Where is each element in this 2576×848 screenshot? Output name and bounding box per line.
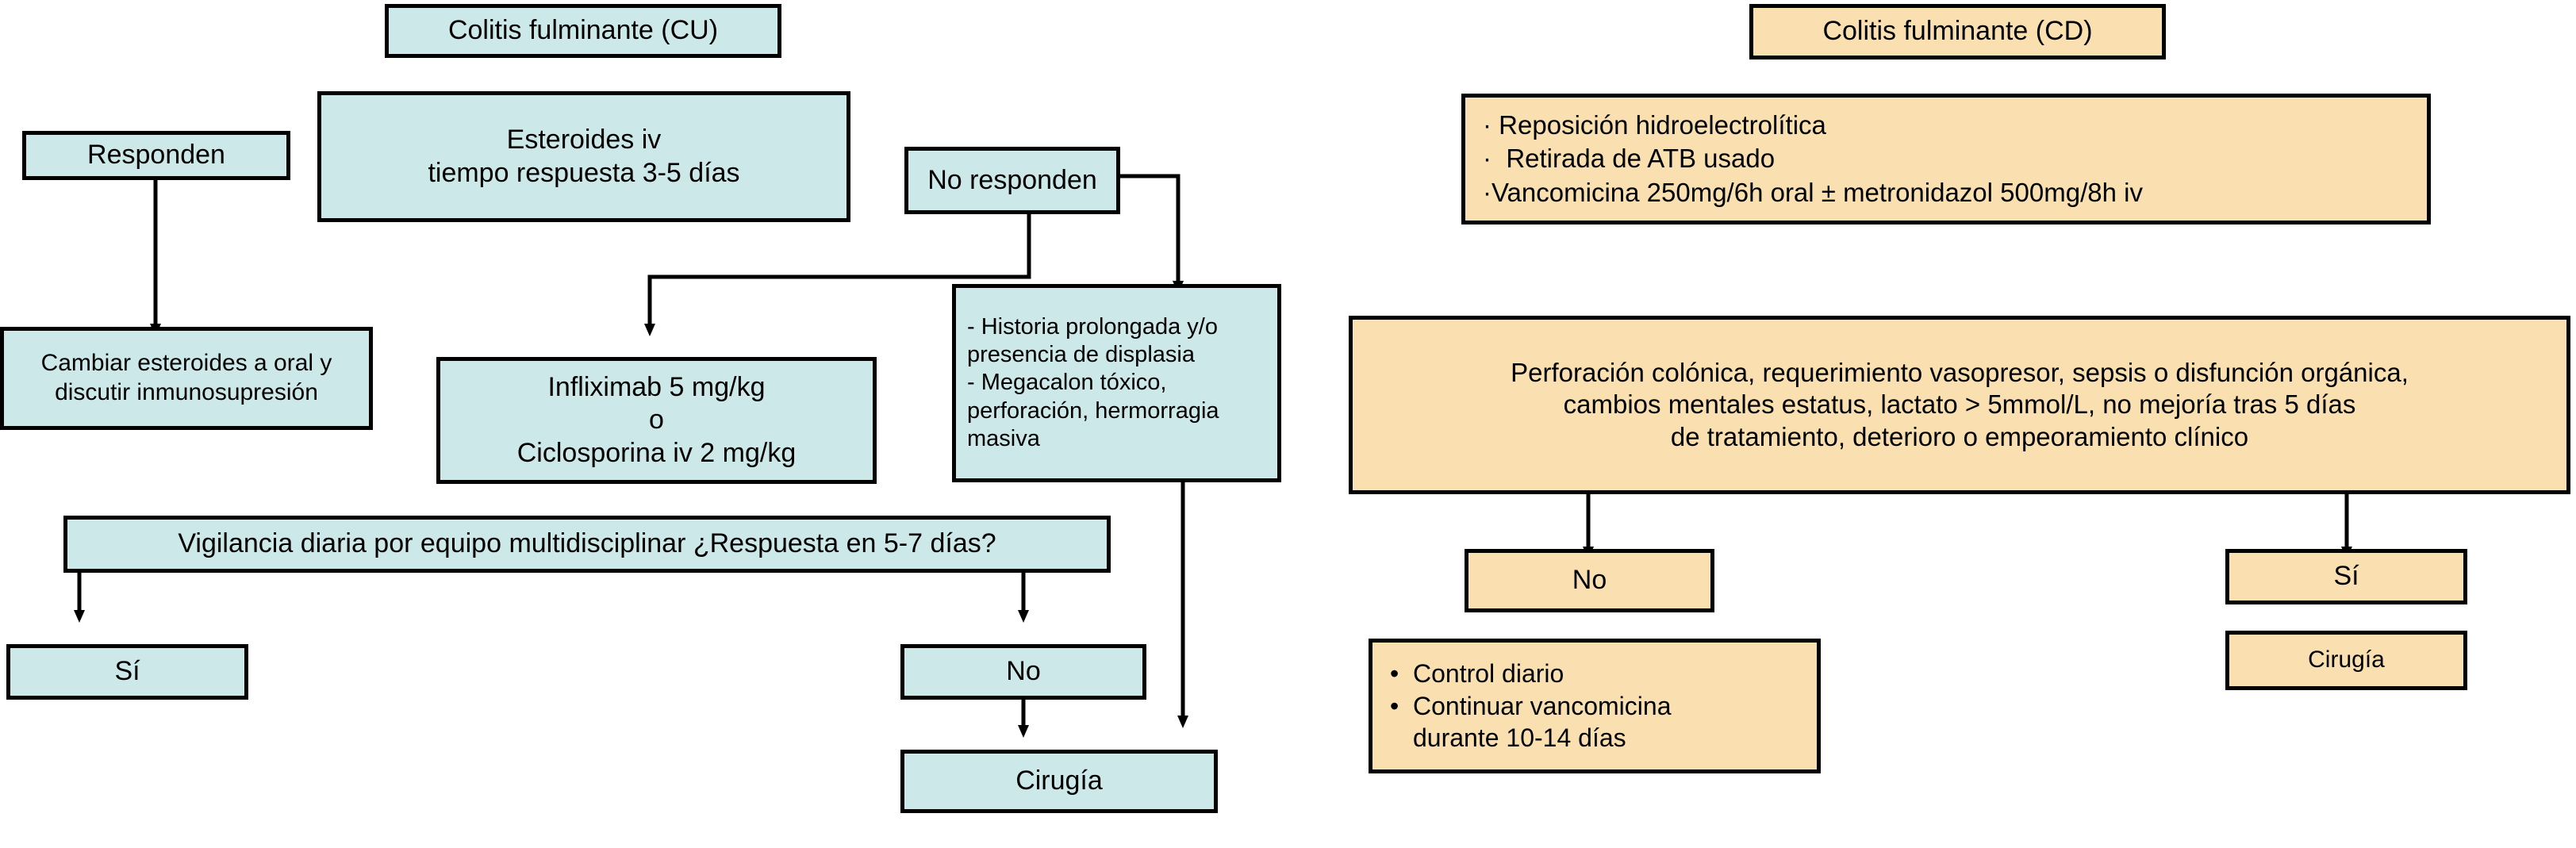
cu-cambiar-label: Cambiar esteroides a oral y discutir inm… xyxy=(40,350,332,405)
cu-esteroides-label: Esteroides iv tiempo respuesta 3-5 días xyxy=(428,125,740,188)
cu-header-box[interactable]: Colitis fulminante (CU) xyxy=(385,4,781,58)
cd-seguimiento-box[interactable]: • Control diario • Continuar vancomicina… xyxy=(1369,639,1821,773)
cu-no-label: No xyxy=(1006,656,1041,687)
cd-medidas-box[interactable]: · Reposición hidroelectrolítica · Retira… xyxy=(1461,94,2431,224)
cu-responden-box[interactable]: Responden xyxy=(22,131,290,180)
cd-si-label: Sí xyxy=(2333,561,2359,592)
cd-criterios-box[interactable]: Perforación colónica, requerimiento vaso… xyxy=(1349,316,2570,494)
cu-cambiar-box[interactable]: Cambiar esteroides a oral y discutir inm… xyxy=(0,327,373,430)
cd-medida-item: · Retirada de ATB usado xyxy=(1483,144,1776,174)
cu-cirugia-box[interactable]: Cirugía xyxy=(900,750,1218,813)
cu-infliximab-label: Infliximab 5 mg/kg o Ciclosporina iv 2 m… xyxy=(516,371,797,468)
cu-infliximab-box[interactable]: Infliximab 5 mg/kg o Ciclosporina iv 2 m… xyxy=(436,357,877,484)
cu-criterios-box[interactable]: - Historia prolongada y/o presencia de d… xyxy=(952,284,1281,482)
cu-si-box[interactable]: Sí xyxy=(6,644,248,700)
cu-vigilancia-label: Vigilancia diaria por equipo multidiscip… xyxy=(178,528,996,559)
cd-seguimiento-item: • Control diario xyxy=(1390,658,1564,688)
cd-header-label: Colitis fulminante (CD) xyxy=(1822,16,2093,47)
cd-no-box[interactable]: No xyxy=(1465,549,1714,612)
cu-criterios-label: - Historia prolongada y/o presencia de d… xyxy=(967,313,1219,452)
edge-noresponden-to-criterios xyxy=(1119,174,1184,294)
cu-no-responden-box[interactable]: No responden xyxy=(904,147,1120,214)
cd-seguimiento-item: • Continuar vancomicina durante 10-14 dí… xyxy=(1390,691,1672,753)
cd-header-box[interactable]: Colitis fulminante (CD) xyxy=(1749,4,2166,59)
cu-cirugia-label: Cirugía xyxy=(1015,766,1103,796)
cu-si-label: Sí xyxy=(114,656,140,687)
cu-no-responden-label: No responden xyxy=(927,164,1097,195)
cu-vigilancia-box[interactable]: Vigilancia diaria por equipo multidiscip… xyxy=(63,516,1111,573)
cu-esteroides-box[interactable]: Esteroides iv tiempo respuesta 3-5 días xyxy=(317,91,850,222)
cd-medida-item: ·Vancomicina 250mg/6h oral ± metronidazo… xyxy=(1483,177,2143,207)
cd-medida-item: · Reposición hidroelectrolítica xyxy=(1483,110,1826,140)
cu-header-label: Colitis fulminante (CU) xyxy=(447,15,719,46)
cd-cirugia-box[interactable]: Cirugía xyxy=(2225,631,2467,690)
cd-si-box[interactable]: Sí xyxy=(2225,549,2467,604)
cu-responden-label: Responden xyxy=(87,140,225,171)
cd-criterios-label: Perforación colónica, requerimiento vaso… xyxy=(1511,358,2409,451)
cu-no-box[interactable]: No xyxy=(900,644,1146,700)
cd-cirugia-label: Cirugía xyxy=(2308,647,2385,673)
cd-no-label: No xyxy=(1572,565,1607,596)
